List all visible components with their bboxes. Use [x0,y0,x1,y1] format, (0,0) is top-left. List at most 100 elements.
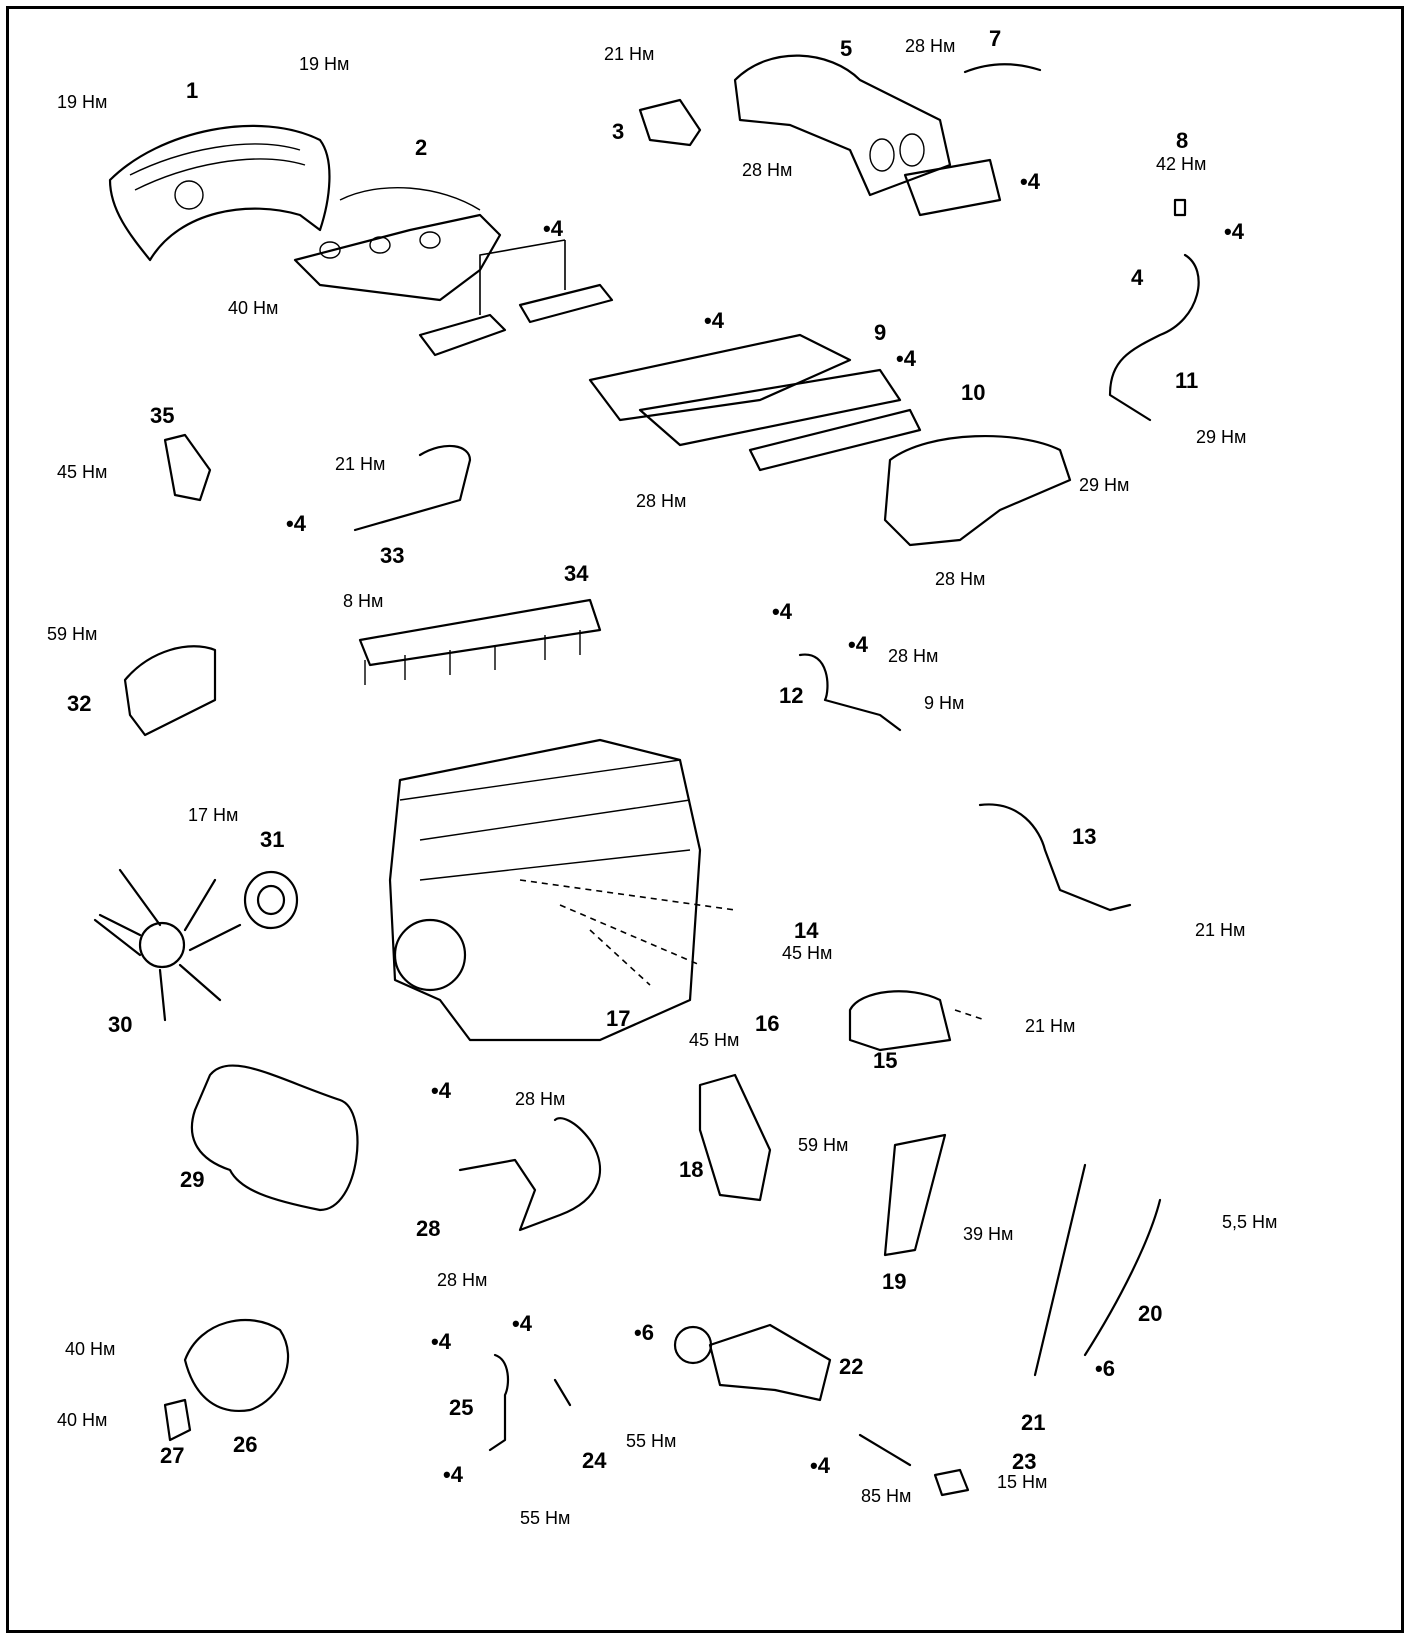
gasket-marker: •4 [848,632,868,657]
torque-label: 59 Нм [798,1135,849,1155]
harness-13-part [978,803,1132,912]
torque-label: 59 Нм [47,624,98,644]
torque-label: 19 Нм [299,54,350,74]
torque-label: 28 Нм [437,1270,488,1290]
torque-label: 21 Нм [604,44,655,64]
torque-label: 28 Нм [742,160,793,180]
part-label: 10 [961,380,986,405]
o-ring-part [673,1325,713,1365]
part-label: 8 [1176,128,1189,153]
dipstick-part [1033,1163,1087,1377]
seal-marker: •6 [1095,1356,1115,1381]
gasket-marker: •4 [1020,169,1040,194]
part-label: 34 [564,561,589,586]
torque-label: 29 Нм [1196,427,1247,447]
torque-label: 28 Нм [636,491,687,511]
torque-label: 15 Нм [997,1472,1048,1492]
part-label: 20 [1138,1301,1163,1326]
torque-label: 9 Нм [924,693,965,713]
pipe-25-part [488,1353,510,1452]
torque-label: 21 Нм [1195,920,1246,940]
torque-label: 28 Нм [905,36,956,56]
part-label: 16 [755,1011,780,1036]
torque-label: 21 Нм [335,454,386,474]
torque-label: 40 Нм [228,298,279,318]
gasket-marker: •4 [772,599,792,624]
sensor-23-part [933,1468,970,1497]
torque-label: 45 Нм [689,1030,740,1050]
alternator-part [183,1318,290,1412]
gasket-marker: •4 [543,216,563,241]
torque-label: 39 Нм [963,1224,1014,1244]
intake-plenum-part [733,54,952,197]
pipe-12-part [798,653,902,732]
bracket-part [638,98,702,147]
torque-label: 29 Нм [1079,475,1130,495]
part-label: 5 [840,36,853,61]
part-label: 14 [794,918,819,943]
part-label: 15 [873,1048,898,1073]
injector-rail-part [358,598,602,685]
belt-part [190,1064,359,1212]
part-label: 11 [1175,368,1199,393]
part-label: 24 [582,1448,607,1473]
seal-marker: •6 [634,1320,654,1345]
bracket-27-part [163,1398,192,1442]
part-label: 22 [839,1354,864,1379]
part-label: 23 [1012,1449,1037,1474]
dipstick-tube-part [1083,1198,1162,1357]
part-label: 25 [449,1395,474,1420]
engine-block-part [388,738,736,1042]
bracket-left-part [163,433,212,502]
torque-label: 85 Нм [861,1486,912,1506]
gasket-marker: •4 [443,1462,463,1487]
gasket-marker: •4 [704,308,724,333]
torque-label: 55 Нм [626,1431,677,1451]
part-label: 33 [380,543,405,568]
gasket-marker: •4 [286,511,306,536]
gasket-marker: •4 [810,1453,830,1478]
part-label: 9 [874,320,887,345]
part-label: 26 [233,1432,258,1457]
part-label: 31 [260,827,285,852]
gasket-marker: 4 [1131,265,1144,290]
part-label: 19 [882,1269,907,1294]
part-label: 1 [186,78,199,103]
torque-label: 45 Нм [782,943,833,963]
gasket-marker: •4 [896,346,916,371]
engine-mount-part [698,1073,772,1202]
bolt-85-part [858,1433,912,1467]
part-label: 12 [779,683,804,708]
part-label: 2 [415,135,428,160]
part-label: 7 [989,26,1002,51]
bolt-24-part [553,1378,572,1407]
part-label: 28 [416,1216,441,1241]
pipe-part [353,444,472,532]
torque-label: 40 Нм [65,1339,116,1359]
part-label: 13 [1072,824,1097,849]
diagram-frame [6,6,1404,1633]
plenum-gasket-part [903,158,1002,217]
gasket-marker: •4 [431,1078,451,1103]
torque-label: 42 Нм [1156,154,1207,174]
part-label: 21 [1021,1410,1046,1435]
torque-label: 8 Нм [343,591,384,611]
intake-manifold-part [588,333,1072,547]
part-label: 32 [67,691,92,716]
oil-filter-bracket-part [708,1323,832,1402]
exhaust-gaskets-part [418,239,614,357]
part-label: 3 [612,119,625,144]
part-label: 17 [606,1006,631,1031]
hose-part [963,63,1042,74]
torque-label: 55 Нм [520,1508,571,1528]
torque-label: 21 Нм [1025,1016,1076,1036]
torque-label: 5,5 Нм [1222,1212,1278,1232]
pulley-part [243,870,299,930]
part-label: 29 [180,1167,205,1192]
part-label: 18 [679,1157,704,1182]
gasket-marker: •4 [1224,219,1244,244]
part-label: 30 [108,1012,133,1037]
torque-label: 19 Нм [57,92,108,112]
torque-label: 45 Нм [57,462,108,482]
